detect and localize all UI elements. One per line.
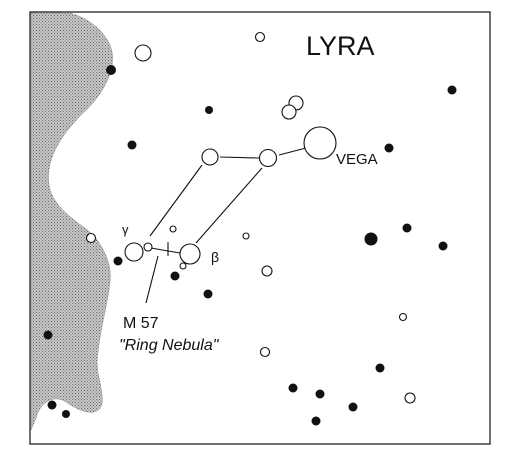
star-open <box>261 348 270 357</box>
star <box>403 224 412 233</box>
star <box>289 384 298 393</box>
star-open <box>256 33 265 42</box>
star-beta <box>180 244 200 264</box>
label-gamma: γ <box>122 222 129 237</box>
star <box>316 390 325 399</box>
label-ring-nebula: "Ring Nebula" <box>119 337 220 354</box>
star <box>62 410 70 418</box>
star-open <box>243 233 249 239</box>
constellation-title: LYRA <box>306 31 375 61</box>
star <box>204 290 213 299</box>
star <box>48 401 57 410</box>
star <box>106 65 116 75</box>
star <box>448 86 457 95</box>
star <box>365 233 378 246</box>
star-open <box>87 234 96 243</box>
star <box>312 417 321 426</box>
star <box>44 331 53 340</box>
star-vega <box>304 127 336 159</box>
star-open <box>400 314 407 321</box>
star-open <box>135 45 151 61</box>
star <box>385 144 394 153</box>
star <box>349 403 358 412</box>
star-open <box>180 263 186 269</box>
star-open <box>262 266 272 276</box>
star <box>128 141 137 150</box>
label-vega: VEGA <box>336 151 378 168</box>
label-beta: β <box>211 249 219 265</box>
label-m57: M 57 <box>123 315 159 332</box>
star <box>205 106 213 114</box>
star-open <box>282 105 296 119</box>
star-open <box>405 393 415 403</box>
star-delta <box>260 150 277 167</box>
star-gamma <box>125 243 143 261</box>
star-open <box>170 226 176 232</box>
star <box>114 257 123 266</box>
star-open <box>144 243 152 251</box>
star <box>439 242 448 251</box>
star <box>376 364 385 373</box>
star <box>171 272 180 281</box>
star-zeta <box>202 149 218 165</box>
